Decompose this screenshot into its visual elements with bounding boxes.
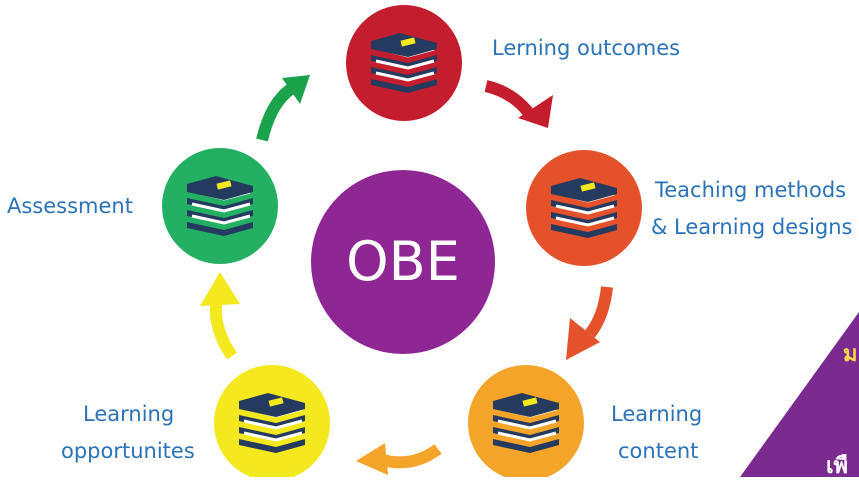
arrow-assessment-to-outcomes — [256, 80, 299, 142]
label-learning-opportunities: Learning — [83, 396, 174, 433]
label-line: Learning — [83, 402, 175, 426]
label-line: & Learning designs — [651, 215, 853, 239]
node-teaching-methods — [526, 150, 642, 266]
corner-text-1: ม — [843, 342, 858, 367]
corner-text-2: เพื — [826, 454, 849, 479]
arrow-head-yellow — [200, 272, 240, 306]
arrow-head-red — [518, 95, 553, 128]
label-line: Learning — [611, 402, 703, 426]
label-learning-outcomes: Lerning outcomes — [492, 30, 680, 67]
arrow-outcomes-to-teaching — [484, 80, 533, 116]
label-learning-content-line2: content — [618, 433, 698, 470]
label-line: content — [618, 439, 699, 463]
corner-panel — [740, 312, 859, 477]
center-circle — [311, 170, 495, 354]
label-line: opportunites — [61, 439, 195, 463]
arrow-teaching-to-content — [585, 286, 613, 338]
arrow-head-green — [282, 75, 310, 104]
label-assessment: Assessment — [7, 188, 133, 225]
node-learning-content — [468, 365, 584, 477]
label-teaching-methods-line2: & Learning designs — [651, 209, 853, 246]
label-teaching-methods: Teaching methods — [655, 172, 846, 209]
center-label: OBE — [346, 229, 460, 293]
arrow-head-orange — [566, 318, 600, 360]
label-line: Assessment — [7, 194, 133, 218]
label-learning-opportunities-line2: opportunites — [61, 433, 195, 470]
node-learning-opportunities — [214, 365, 330, 477]
arrow-opportunities-to-assessment — [209, 303, 238, 360]
label-line: Lerning outcomes — [492, 36, 681, 60]
label-learning-content: Learning — [611, 396, 702, 433]
node-learning-outcomes — [346, 5, 462, 121]
node-assessment — [162, 148, 278, 264]
label-line: Teaching methods — [655, 178, 847, 202]
arrow-head-amber — [356, 443, 388, 475]
